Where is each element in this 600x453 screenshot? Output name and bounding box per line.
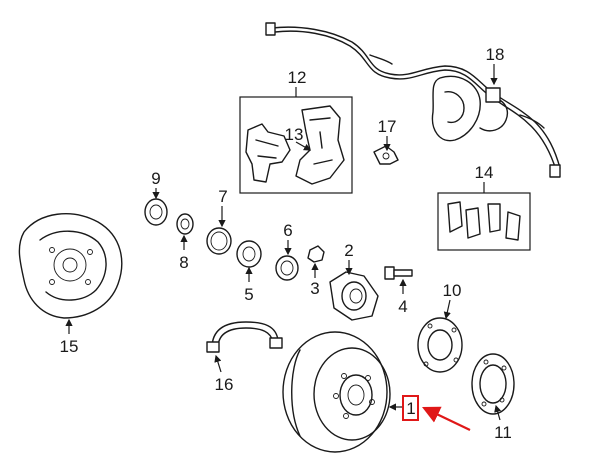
highlight-arrow <box>422 406 471 431</box>
part-3-lock-nut <box>307 245 325 263</box>
leader-16 <box>214 354 222 373</box>
callout-15: 15 <box>60 337 79 356</box>
leader-13 <box>295 141 312 151</box>
callout-17: 17 <box>378 117 397 136</box>
part-17-bleeder-plug <box>373 145 399 165</box>
callout-7: 7 <box>218 187 227 206</box>
part-15-backing-plate <box>18 213 123 319</box>
part-8-retainer-ring <box>176 213 194 235</box>
leader-11 <box>494 404 502 421</box>
callout-3: 3 <box>310 279 319 298</box>
callout-2: 2 <box>344 241 353 260</box>
callout-6: 6 <box>283 221 292 240</box>
callout-9: 9 <box>151 169 160 188</box>
part-2-axle-hub <box>329 271 379 321</box>
leader-10 <box>443 299 451 320</box>
callout-14: 14 <box>475 163 494 182</box>
callout-13: 13 <box>285 125 304 144</box>
callout-11: 11 <box>494 423 512 442</box>
part-11-flange-gasket <box>471 353 515 415</box>
part-18-abs-wire-harness <box>265 22 561 178</box>
callout-4: 4 <box>398 297 407 316</box>
part-14-brake-pads <box>447 201 521 241</box>
part-12-caliper-support <box>245 123 291 183</box>
part-5-hub-bearing <box>236 240 262 268</box>
part-4-hub-bolt <box>384 266 413 280</box>
callout-1: 1 <box>406 399 415 418</box>
part-6-bearing-seal <box>275 255 299 281</box>
callout-12: 12 <box>288 68 307 87</box>
part-1-brake-rotor <box>282 331 391 453</box>
part-10-axle-flange <box>417 317 463 373</box>
callout-5: 5 <box>244 285 253 304</box>
part-7-snap-ring <box>206 227 232 255</box>
callout-16: 16 <box>215 375 234 394</box>
part-13-caliper-support-rear <box>295 105 345 185</box>
highlight-box <box>402 395 419 421</box>
callout-18: 18 <box>486 45 505 64</box>
part-16-brake-hose <box>206 321 283 353</box>
callout-10: 10 <box>443 281 462 300</box>
callout-8: 8 <box>179 253 188 272</box>
part-9-oil-seal <box>144 198 168 226</box>
